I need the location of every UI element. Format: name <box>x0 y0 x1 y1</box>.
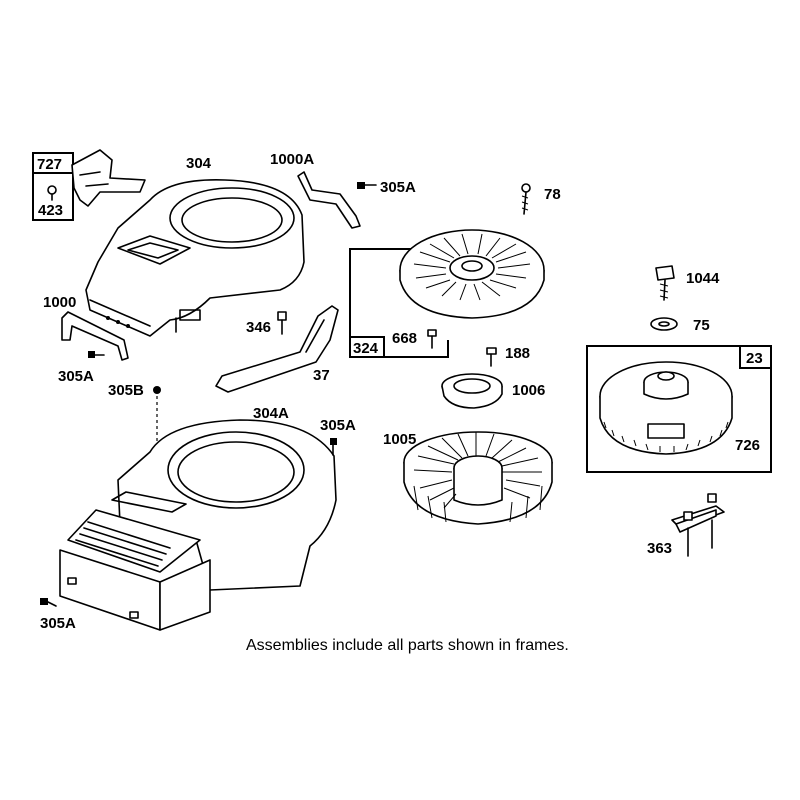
screw-305A-left-icon <box>88 351 105 358</box>
callout-1000A: 1000A <box>270 151 314 168</box>
callout-423: 423 <box>38 202 63 219</box>
callout-23: 23 <box>746 350 763 367</box>
callout-305A-left: 305A <box>58 368 94 385</box>
bolt-78: 78 <box>521 183 561 215</box>
screw-668-icon <box>427 329 437 349</box>
callout-37: 37 <box>313 367 330 384</box>
bracket-1000: 1000 305A <box>43 294 129 385</box>
screw-423-icon <box>47 185 57 201</box>
assembly-23: 23 726 <box>586 345 772 473</box>
callout-1006: 1006 <box>512 382 545 399</box>
callout-304A: 304A <box>253 405 289 422</box>
baffle-727-icon <box>71 149 146 207</box>
washer-75-icon <box>650 317 678 331</box>
screw-188-icon <box>486 347 497 367</box>
callout-726: 726 <box>735 437 760 454</box>
callout-305A-top: 305A <box>380 179 416 196</box>
callout-1005: 1005 <box>383 431 416 448</box>
callout-363: 363 <box>647 540 672 557</box>
screw-305A-mid: 305A <box>320 417 356 456</box>
callout-304: 304 <box>186 155 212 172</box>
bracket-1000A: 1000A 305A <box>270 151 416 229</box>
callout-1044: 1044 <box>686 270 720 287</box>
starter-cup-1006: 188 1006 <box>441 345 545 409</box>
callout-727: 727 <box>37 156 62 173</box>
frame-23 <box>586 345 772 473</box>
blower-housing-304: 304 <box>85 155 305 337</box>
callout-668: 668 <box>392 330 417 347</box>
screw-305A-top-icon <box>357 182 377 189</box>
screw-305B-icon <box>153 386 161 394</box>
screw-346-icon <box>277 311 287 335</box>
fan-1005: 1005 <box>383 431 553 525</box>
screw-305A-mid-icon <box>330 438 337 456</box>
bracket-363: 363 <box>647 493 725 557</box>
frame-727 <box>32 152 74 221</box>
bolt-1044: 1044 <box>655 265 720 301</box>
blower-housing-304A: 304A <box>59 405 337 631</box>
flywheel-icon <box>599 361 733 455</box>
footnote: Assemblies include all parts shown in fr… <box>246 637 569 654</box>
callout-188: 188 <box>505 345 530 362</box>
screw-305A-bottom-icon <box>40 598 57 607</box>
air-guide-37: 346 37 <box>215 305 339 393</box>
assembly-324: 324 668 <box>349 229 545 358</box>
callout-305B: 305B <box>108 382 144 399</box>
screw-305A-bottom: 305A <box>40 598 76 632</box>
callout-75: 75 <box>693 317 710 334</box>
callout-78: 78 <box>544 186 561 203</box>
callout-305A-mid: 305A <box>320 417 356 434</box>
callout-346: 346 <box>246 319 271 336</box>
callout-1000: 1000 <box>43 294 76 311</box>
callout-324: 324 <box>353 340 379 357</box>
starter-cover-icon <box>399 229 545 319</box>
washer-75: 75 <box>650 317 710 334</box>
callout-305A-bottom: 305A <box>40 615 76 632</box>
assembly-727: 727 423 <box>32 149 146 221</box>
